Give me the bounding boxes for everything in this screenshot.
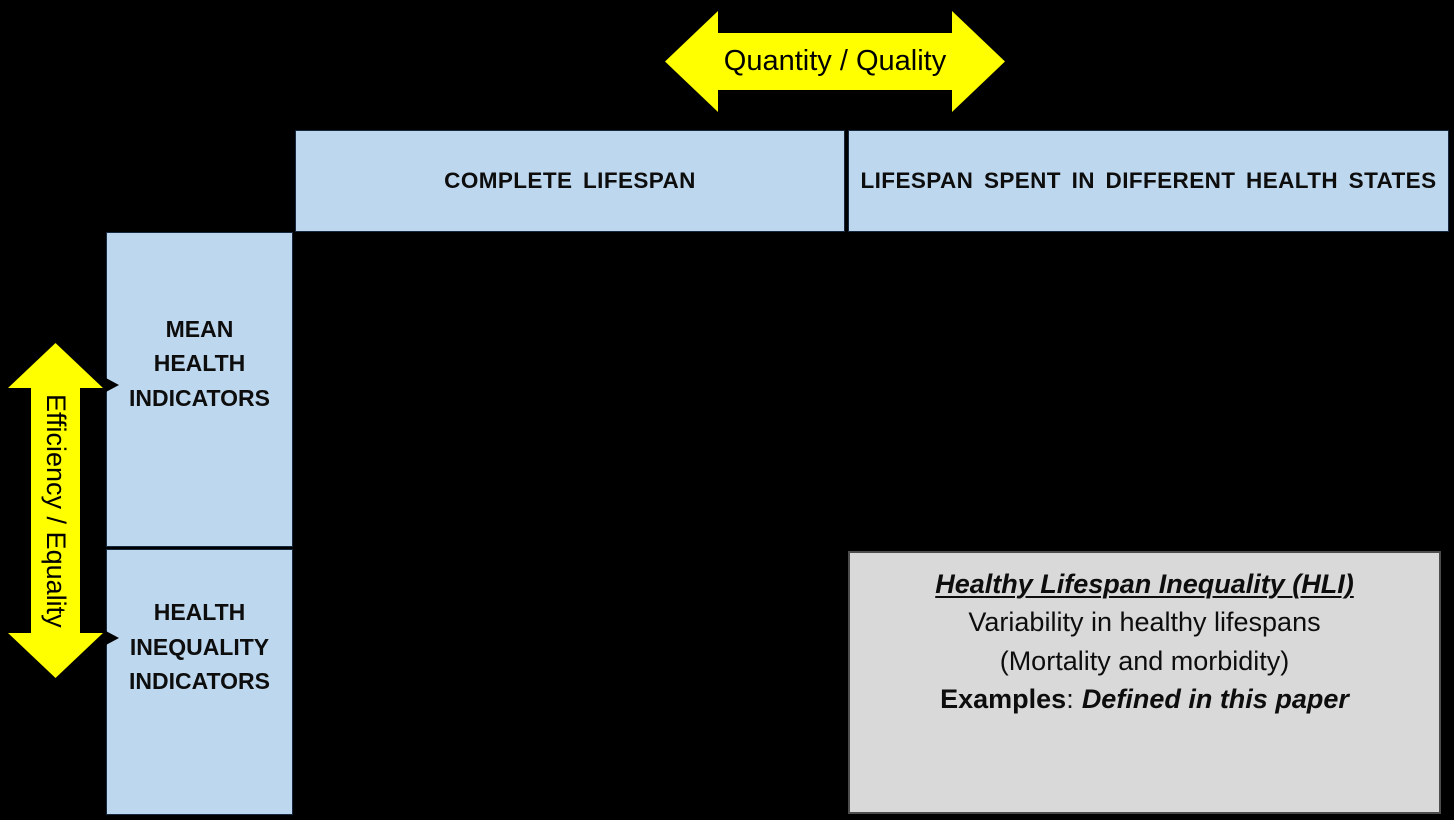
double-arrow-horizontal-icon [665, 11, 1005, 112]
hli-examples-value: Defined in this paper [1081, 683, 1349, 714]
row-header-line: MEAN [165, 315, 234, 342]
hli-box-description-2: (Mortality and morbidity) [999, 645, 1290, 676]
row-header-line: HEALTH [153, 350, 246, 377]
quantity-quality-label: Quantity / Quality [723, 45, 947, 77]
hli-examples-label: Examples [940, 683, 1067, 714]
efficiency-equality-label-wrap: Efficiency / Equality [8, 343, 103, 678]
row-header-line: INDICATORS [129, 668, 270, 695]
column-header-health-states: LIFESPAN SPENT IN DIFFERENT HEALTH STATE… [848, 130, 1449, 232]
quantity-quality-arrow: Quantity / Quality [665, 11, 1005, 112]
hli-box-examples: Examples:Defined in this paper [850, 680, 1439, 718]
hli-box-title: Healthy Lifespan Inequality (HLI) [935, 569, 1354, 599]
column-header-complete-lifespan: COMPLETE LIFESPAN [295, 130, 845, 232]
hli-box-description-1: Variability in healthy lifespans [968, 607, 1321, 638]
connector-arrowhead-icon [104, 377, 119, 393]
row-header-health-inequality: HEALTH INEQUALITY INDICATORS [106, 549, 293, 815]
row-header-line: INDICATORS [129, 384, 270, 411]
row-header-line: HEALTH [153, 599, 246, 626]
efficiency-equality-label: Efficiency / Equality [41, 393, 71, 628]
row-header-mean-health: MEAN HEALTH INDICATORS [106, 232, 293, 547]
efficiency-equality-arrow: Efficiency / Equality [8, 343, 103, 678]
double-arrow-vertical-icon [8, 343, 103, 678]
connector-arrowhead-icon [104, 630, 119, 646]
hli-definition-box: Healthy Lifespan Inequality (HLI) Variab… [848, 551, 1441, 814]
row-header-line: INEQUALITY [129, 633, 270, 660]
hli-examples-separator: : [1066, 683, 1074, 714]
